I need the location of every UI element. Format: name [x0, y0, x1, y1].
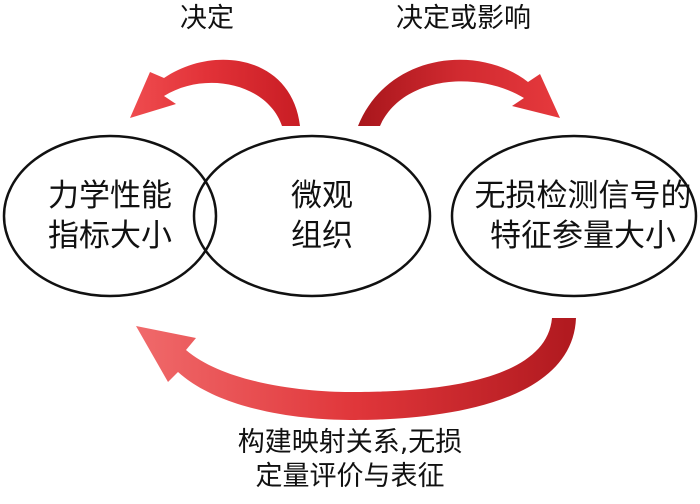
left-node-text: 力学性能 指标大小: [30, 176, 190, 256]
center-node-line1: 微观: [291, 178, 353, 214]
center-ellipse: [192, 134, 432, 298]
arrow-top-right: [358, 59, 560, 126]
bottom-arrow-label-line1: 构建映射关系,无损: [237, 427, 463, 458]
bottom-arrow-label-line2: 定量评价与表征: [255, 461, 445, 492]
left-ellipse: [2, 134, 218, 298]
center-node-line2: 组织: [291, 218, 353, 254]
right-ellipse: [450, 134, 698, 298]
arrow-top-right-body: [358, 59, 560, 126]
arrow-top-left: [130, 59, 300, 126]
arrow-bottom-body: [136, 318, 576, 420]
top-right-arrow-label: 决定或影响: [396, 3, 531, 34]
right-node-text: 无损检测信号的 特征参量大小: [470, 176, 696, 256]
top-left-arrow-label: 决定: [180, 3, 234, 34]
left-node-line1: 力学性能: [48, 178, 172, 214]
left-node-line2: 指标大小: [48, 218, 172, 254]
arrow-top-left-body: [130, 59, 300, 126]
arrow-bottom: [136, 318, 576, 420]
center-node-text: 微观 组织: [282, 176, 362, 256]
right-node-line2: 特征参量大小: [490, 218, 676, 254]
bottom-arrow-label: 构建映射关系,无损 定量评价与表征: [200, 426, 500, 494]
right-node-line1: 无损检测信号的: [474, 178, 692, 214]
